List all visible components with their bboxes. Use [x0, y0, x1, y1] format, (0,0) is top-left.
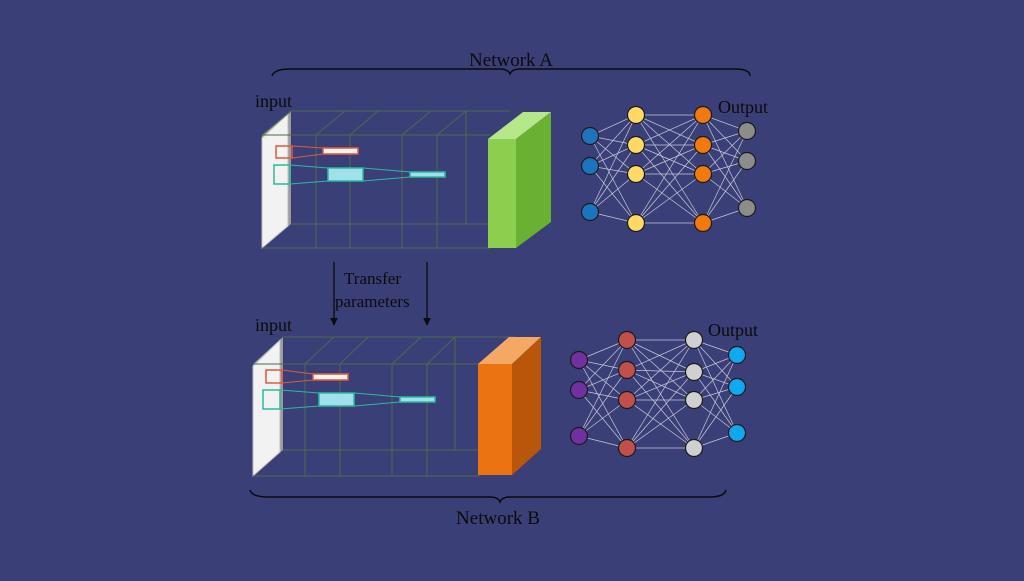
network-a-kernels [273, 145, 446, 185]
network-a-connection [702, 130, 748, 224]
network-a-connection [635, 144, 704, 224]
network-b-connection [626, 339, 695, 449]
network-a-connection [635, 173, 704, 224]
network-a-neuron-layer2-1 [626, 105, 646, 125]
network-b-neuron-layer3-1 [684, 330, 704, 350]
network-b-neuron-layer1-2 [569, 380, 589, 400]
transfer-label-line1: Transfer [344, 269, 401, 288]
network-b-connection [626, 371, 695, 449]
network-b-connection [693, 371, 738, 434]
network-b-neuron-layer1-3 [569, 426, 589, 446]
network-b-input-slab [252, 338, 281, 478]
network-a-connection [589, 135, 637, 175]
network-a-neuron-layer1-2 [580, 156, 600, 176]
network-a-brace [271, 68, 751, 77]
network-a-input-slab [261, 112, 289, 250]
network-b-connection [626, 399, 695, 449]
network-b-connection [626, 369, 695, 401]
network-a-connection [635, 114, 704, 146]
network-b-connection [693, 386, 738, 449]
network-a-neuron-layer1-1 [580, 126, 600, 146]
network-b-conv-frames [253, 336, 515, 477]
network-b-connection [578, 339, 628, 437]
network-b-feature-block [478, 337, 541, 475]
network-a-neuron-layer4-3 [737, 198, 757, 218]
network-a-neuron-layer2-3 [626, 164, 646, 184]
network-b-connection [578, 389, 628, 449]
network-b-brace [249, 489, 727, 505]
network-b-input-label: input [255, 315, 292, 335]
network-b-connection [626, 339, 695, 373]
network-b-neuron-layer3-3 [684, 390, 704, 410]
network-a-connection [635, 114, 704, 224]
network-a-neuron-layer2-2 [626, 135, 646, 155]
network-b-neuron-layer4-3 [727, 423, 747, 443]
network-b-kernels [262, 369, 436, 410]
network-a-conv-frames [261, 110, 510, 249]
network-b-fully-connected [569, 330, 747, 458]
network-a-connection [702, 114, 748, 209]
network-a-output-label: Output [718, 97, 768, 117]
network-a-connection [589, 114, 637, 167]
network-b-neuron-layer4-1 [727, 345, 747, 365]
network-b-connection [693, 354, 738, 401]
network-b-neuron-layer2-4 [617, 438, 637, 458]
network-b-connection [626, 371, 695, 401]
network-a-input-label: input [255, 91, 292, 111]
network-b-connection [578, 369, 628, 437]
network-b-output-label: Output [708, 320, 758, 340]
network-a-neuron-layer3-1 [693, 105, 713, 125]
network-b-connection [626, 339, 695, 401]
network-b-connections [578, 339, 738, 449]
network-b-neuron-layer3-2 [684, 362, 704, 382]
transfer-arrows: Transfer parameters [330, 262, 431, 326]
network-a-connection [635, 144, 704, 175]
network-b-neuron-layer3-4 [684, 438, 704, 458]
network-a-neuron-layer4-2 [737, 151, 757, 171]
network-a-fully-connected [580, 105, 757, 233]
network-a-connection [589, 173, 637, 213]
network-a-feature-block [488, 112, 551, 248]
network-a-connection [702, 160, 748, 224]
network-b-connection [626, 369, 695, 449]
network-b-connection [578, 339, 628, 391]
network-b-connection [578, 399, 628, 437]
network-a-label: Network A [469, 50, 553, 71]
network-a: input [255, 91, 551, 250]
network-a-connection [702, 173, 748, 209]
network-b-neuron-layer2-1 [617, 330, 637, 350]
network-a-neuron-layer4-1 [737, 121, 757, 141]
network-a-neuron-layer3-3 [693, 164, 713, 184]
network-a-connection [702, 130, 748, 175]
network-b-label: Network B [456, 508, 540, 529]
network-a-connection [589, 135, 637, 224]
network-b-connection [626, 369, 695, 373]
network-a-connections [589, 114, 748, 224]
network-b-connection [693, 354, 738, 449]
network-a-connection [635, 114, 704, 175]
network-a-neuron-layer1-3 [580, 202, 600, 222]
network-b-connection [578, 359, 628, 449]
network-b-neuron-layer1-1 [569, 350, 589, 370]
network-a-connection [589, 165, 637, 224]
network-b-connection [693, 339, 738, 434]
network-b-neuron-layer2-2 [617, 360, 637, 380]
network-b: input [252, 315, 758, 478]
network-a-neuron-layer3-2 [693, 135, 713, 155]
network-b-neuron-layer2-3 [617, 390, 637, 410]
network-a-connection [589, 144, 637, 213]
network-b-neuron-layer4-2 [727, 377, 747, 397]
network-a-neuron-layer3-4 [693, 213, 713, 233]
network-a-neuron-layer2-4 [626, 213, 646, 233]
transfer-label-line2: parameters [335, 292, 410, 311]
network-a-connection [589, 114, 637, 213]
network-b-connection [626, 339, 695, 371]
